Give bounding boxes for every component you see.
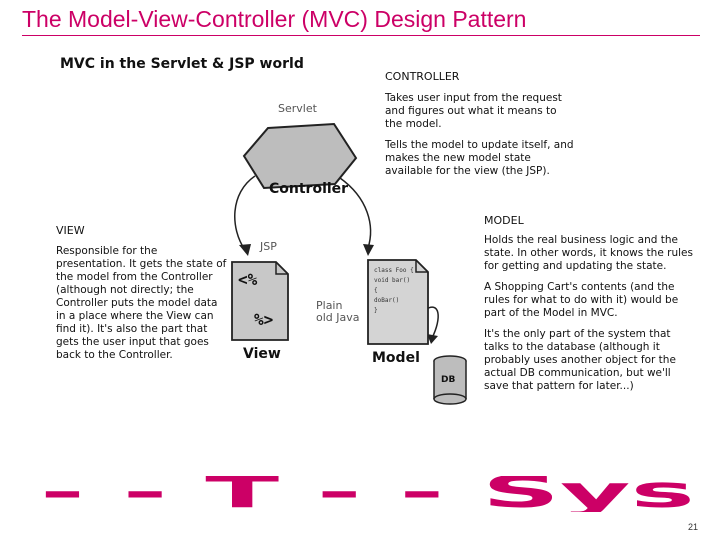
controller-paragraph-1: Takes user input from the request and fi… [385, 92, 575, 131]
view-label: View [243, 346, 281, 362]
view-caption: VIEW [56, 224, 85, 237]
controller-tag: Servlet [278, 102, 317, 115]
database-label: DB [441, 375, 455, 385]
arrow-controller-to-view [235, 176, 255, 250]
model-code: class Foo { void bar() { doBar() } [374, 266, 430, 316]
view-doc-close: %> [254, 310, 273, 329]
model-code-line: doBar() [374, 296, 430, 306]
model-tag: Plain old Java [316, 300, 362, 324]
t-systems-logo-text: - - T - - Sys [40, 476, 695, 512]
model-caption: MODEL [484, 214, 524, 227]
model-code-line: void bar() [374, 276, 430, 286]
controller-node [244, 124, 356, 188]
arrow-head-model [363, 244, 374, 256]
controller-paragraph-2: Tells the model to update itself, and ma… [385, 139, 575, 178]
model-paragraph-2: A Shopping Cart's contents (and the rule… [484, 281, 694, 320]
t-systems-logo: - - T - - Sys [40, 476, 700, 512]
model-code-line: { [374, 286, 430, 296]
page-number: 21 [688, 522, 698, 532]
view-tag: JSP [260, 240, 277, 253]
model-paragraph-3: It's the only part of the system that ta… [484, 328, 694, 393]
controller-description: Takes user input from the request and fi… [385, 92, 575, 186]
model-code-line: } [374, 306, 430, 316]
model-label: Model [372, 350, 420, 366]
mvc-diagram: MVC in the Servlet & JSP world Servlet C… [50, 48, 700, 468]
view-paragraph: Responsible for the presentation. It get… [56, 245, 228, 362]
arrow-head-view [239, 244, 251, 256]
view-doc-open: <% [238, 270, 257, 289]
controller-label: Controller [269, 181, 348, 197]
model-code-line: class Foo { [374, 266, 430, 276]
model-description: Holds the real business logic and the st… [484, 234, 694, 401]
title-rule [22, 35, 700, 36]
model-paragraph-1: Holds the real business logic and the st… [484, 234, 694, 273]
slide-title: The Model-View-Controller (MVC) Design P… [22, 6, 526, 33]
controller-caption: CONTROLLER [385, 70, 459, 83]
view-description: Responsible for the presentation. It get… [56, 245, 228, 370]
